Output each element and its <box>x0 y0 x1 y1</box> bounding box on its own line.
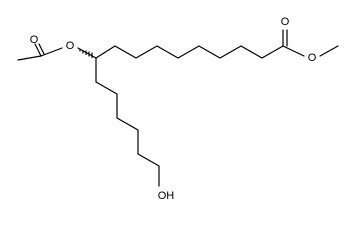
atom-label-methyl-ester-o: O <box>308 52 317 64</box>
stereo-hash-bond <box>79 49 93 59</box>
bond-acetyl-co-double-2 <box>38 43 45 55</box>
atom-label-acetyl-carbonyl-o: O <box>30 34 39 46</box>
main-chain-to-ester <box>95 45 284 59</box>
atom-label-ester-o: O <box>66 40 75 52</box>
bond-o-stereocenter <box>77 47 97 59</box>
atom-label-hydroxyl: OH <box>158 190 175 202</box>
bond-ester-c-o <box>282 45 305 57</box>
side-chain-hydroxyhexyl <box>95 57 160 187</box>
bond-acetyl-co-double-1 <box>34 43 42 57</box>
bond-acetyl-methyl <box>17 55 42 61</box>
bond-acetyl-c-o <box>40 47 63 57</box>
atom-label-methyl-ester-carbonyl-o: O <box>281 16 290 28</box>
chemical-structure-diagram: O O O O OH <box>17 16 339 202</box>
bond-methoxy-methyl <box>319 45 339 57</box>
